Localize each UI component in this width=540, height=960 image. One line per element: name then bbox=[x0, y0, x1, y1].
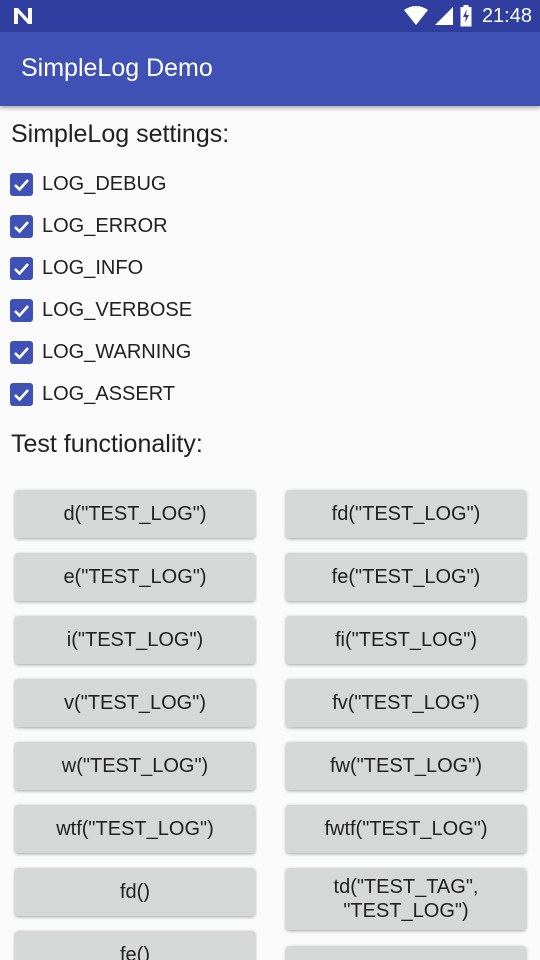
test-heading: Test functionality: bbox=[11, 430, 203, 458]
checkbox-log-warning[interactable]: LOG_WARNING bbox=[10, 337, 191, 367]
main-content: SimpleLog settings: LOG_DEBUG LOG_ERROR … bbox=[0, 106, 540, 960]
signal-icon bbox=[434, 7, 453, 25]
checkbox-label: LOG_INFO bbox=[42, 256, 144, 279]
button-e-test-log[interactable]: e("TEST_LOG") bbox=[15, 553, 255, 601]
checkbox-checked-icon[interactable] bbox=[10, 382, 33, 406]
button-fd-test-log[interactable]: fd("TEST_LOG") bbox=[286, 490, 526, 538]
checkbox-checked-icon[interactable] bbox=[10, 340, 33, 364]
app-title: SimpleLog Demo bbox=[21, 54, 213, 82]
checkbox-checked-icon[interactable] bbox=[10, 298, 33, 322]
checkbox-label: LOG_DEBUG bbox=[42, 172, 167, 195]
button-fi-test-log[interactable]: fi("TEST_LOG") bbox=[286, 616, 526, 664]
checkbox-label: LOG_VERBOSE bbox=[42, 298, 193, 321]
button-d-test-log[interactable]: d("TEST_LOG") bbox=[15, 490, 255, 538]
button-wtf-test-log[interactable]: wtf("TEST_LOG") bbox=[15, 805, 255, 853]
button-v-test-log[interactable]: v("TEST_LOG") bbox=[15, 679, 255, 727]
button-fw-test-log[interactable]: fw("TEST_LOG") bbox=[286, 742, 526, 790]
checkbox-label: LOG_WARNING bbox=[42, 340, 192, 363]
checkbox-log-info[interactable]: LOG_INFO bbox=[10, 253, 143, 283]
battery-charging-icon bbox=[460, 5, 472, 27]
checkbox-log-error[interactable]: LOG_ERROR bbox=[10, 211, 168, 241]
settings-heading: SimpleLog settings: bbox=[11, 120, 230, 148]
button-w-test-log[interactable]: w("TEST_LOG") bbox=[15, 742, 255, 790]
button-fe[interactable]: fe() bbox=[15, 931, 255, 960]
checkbox-label: LOG_ASSERT bbox=[42, 382, 176, 405]
checkbox-label: LOG_ERROR bbox=[42, 214, 168, 237]
notification-n-icon bbox=[14, 8, 32, 24]
checkbox-log-assert[interactable]: LOG_ASSERT bbox=[10, 379, 175, 409]
status-bar: 21:48 bbox=[0, 0, 540, 32]
checkbox-log-debug[interactable]: LOG_DEBUG bbox=[10, 169, 166, 199]
button-fv-test-log[interactable]: fv("TEST_LOG") bbox=[286, 679, 526, 727]
button-fwtf-test-log[interactable]: fwtf("TEST_LOG") bbox=[286, 805, 526, 853]
button-te-test-tag[interactable]: te("TEST_TAG", bbox=[286, 946, 526, 960]
button-i-test-log[interactable]: i("TEST_LOG") bbox=[15, 616, 255, 664]
button-td-test-tag-test-log[interactable]: td("TEST_TAG", "TEST_LOG") bbox=[286, 868, 526, 930]
button-fd[interactable]: fd() bbox=[15, 868, 255, 916]
status-time: 21:48 bbox=[481, 4, 532, 27]
checkbox-checked-icon[interactable] bbox=[10, 256, 33, 280]
button-fe-test-log[interactable]: fe("TEST_LOG") bbox=[286, 553, 526, 601]
wifi-icon bbox=[403, 6, 428, 25]
app-bar: SimpleLog Demo bbox=[0, 32, 540, 106]
checkbox-checked-icon[interactable] bbox=[10, 172, 33, 196]
checkbox-checked-icon[interactable] bbox=[10, 214, 33, 238]
checkbox-log-verbose[interactable]: LOG_VERBOSE bbox=[10, 295, 192, 325]
